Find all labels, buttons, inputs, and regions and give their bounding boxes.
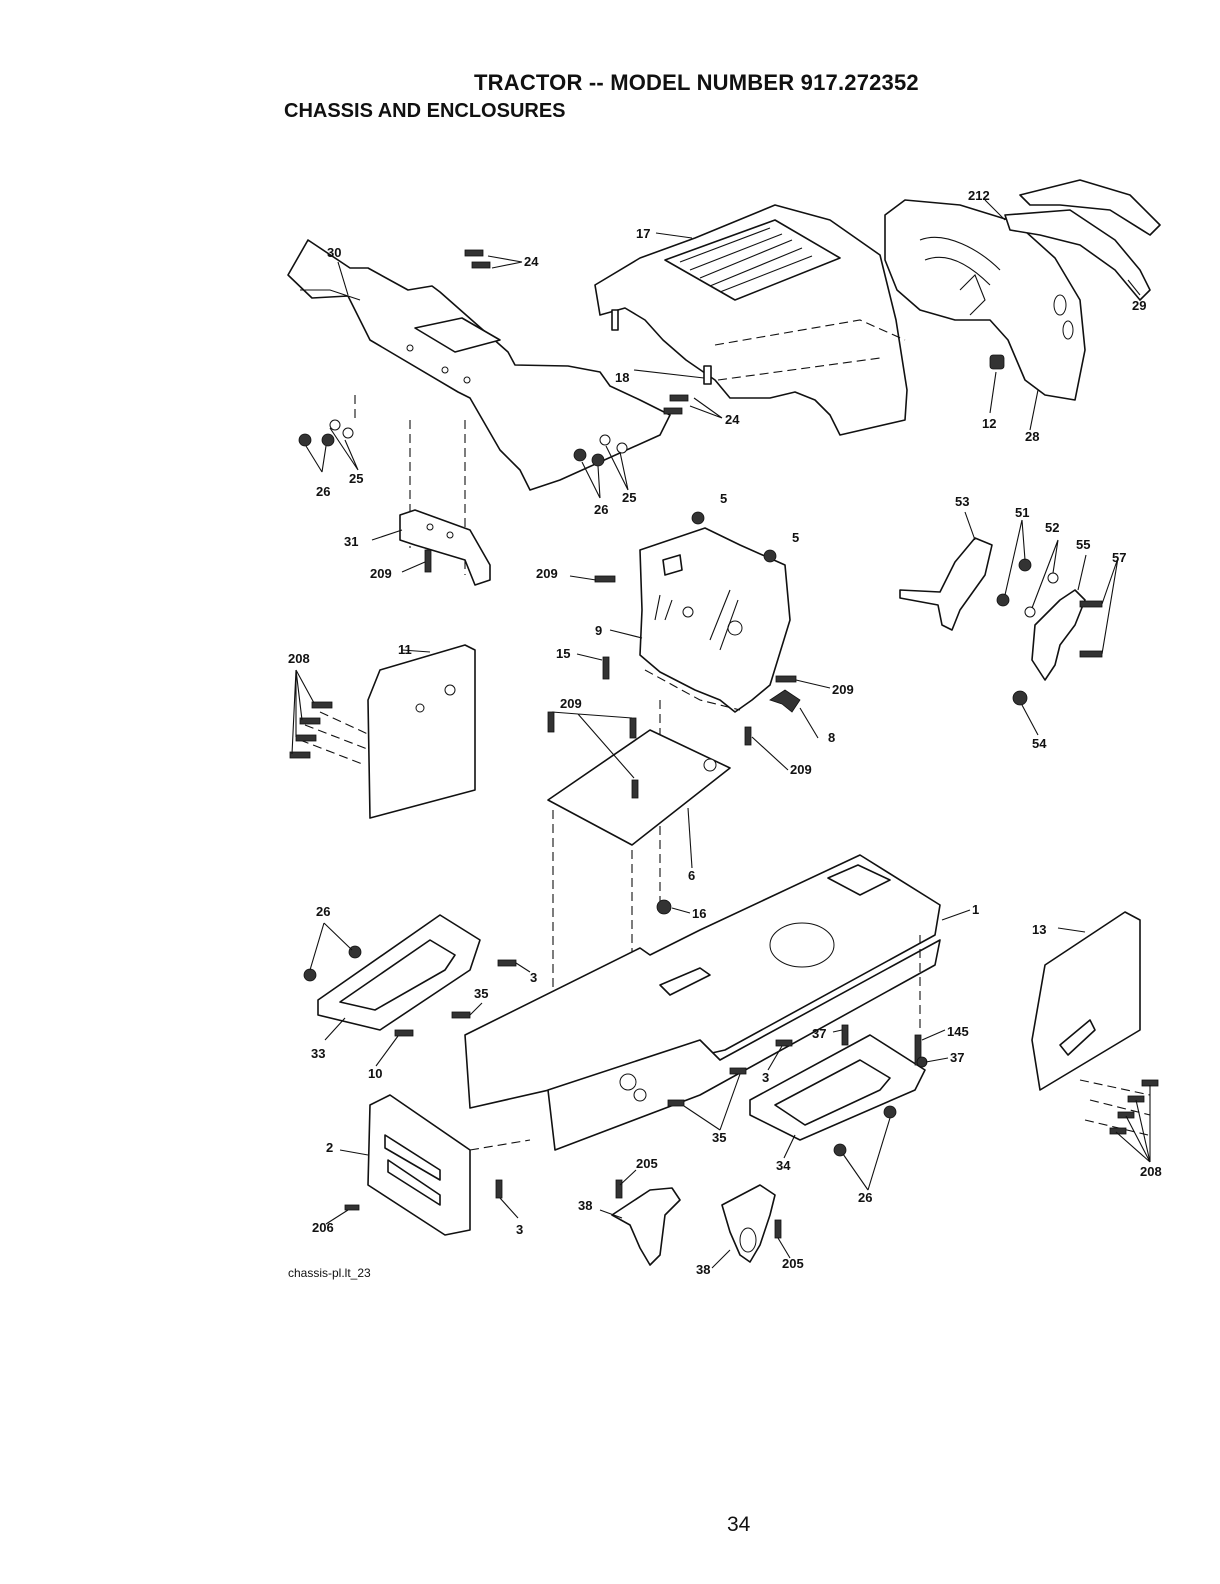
callout-33: 33 — [311, 1046, 325, 1061]
callout-208: 208 — [1140, 1164, 1162, 1179]
footrest-part-34 — [749, 1034, 926, 1141]
bracket-part-38b — [721, 1184, 776, 1263]
side-panel-part-13 — [1031, 911, 1151, 1136]
dash-panel-part-9 — [639, 527, 791, 905]
hood-part-17 — [594, 204, 908, 436]
callout-26: 26 — [594, 502, 608, 517]
callout-212: 212 — [968, 188, 990, 203]
callout-6: 6 — [688, 868, 695, 883]
floor-plate-part-6 — [547, 729, 731, 1030]
frame-part-1 — [464, 854, 941, 1151]
callout-35: 35 — [474, 986, 488, 1001]
callout-53: 53 — [955, 494, 969, 509]
callout-206: 206 — [312, 1220, 334, 1235]
callout-34: 34 — [776, 1158, 791, 1173]
callout-12: 12 — [982, 416, 996, 431]
page-title: TRACTOR -- MODEL NUMBER 917.272352 — [474, 70, 919, 95]
callout-209: 209 — [790, 762, 812, 777]
callout-38: 38 — [578, 1198, 592, 1213]
callout-37: 37 — [950, 1050, 964, 1065]
callout-51: 51 — [1015, 505, 1029, 520]
bracket-part-55 — [1031, 589, 1086, 681]
callout-1: 1 — [972, 902, 979, 917]
callout-52: 52 — [1045, 520, 1059, 535]
callout-26: 26 — [316, 484, 330, 499]
hardware — [289, 249, 1159, 1239]
callout-209: 209 — [536, 566, 558, 581]
callout-15: 15 — [556, 646, 570, 661]
fender-part-30 — [287, 239, 671, 575]
leader-lines — [291, 199, 1151, 1269]
callout-18: 18 — [615, 370, 629, 385]
callout-205: 205 — [782, 1256, 804, 1271]
callout-9: 9 — [595, 623, 602, 638]
front-bracket-part-2 — [367, 1094, 531, 1236]
bracket-part-31 — [399, 509, 491, 586]
clip-part-12 — [989, 354, 1005, 370]
callout-31: 31 — [344, 534, 358, 549]
callout-29: 29 — [1132, 298, 1146, 313]
callout-16: 16 — [692, 906, 706, 921]
grille-part-212 — [884, 199, 1086, 401]
callout-11: 11 — [398, 642, 412, 657]
callout-54: 54 — [1032, 736, 1047, 751]
callout-24: 24 — [725, 412, 740, 427]
callout-208: 208 — [288, 651, 310, 666]
callout-35: 35 — [712, 1130, 726, 1145]
callout-3: 3 — [516, 1222, 523, 1237]
callout-labels: 30 24 17 212 29 18 24 12 28 26 25 26 25 … — [288, 188, 1162, 1277]
callout-26: 26 — [316, 904, 330, 919]
bracket-part-38a — [611, 1187, 681, 1266]
callout-26: 26 — [858, 1190, 872, 1205]
callout-55: 55 — [1076, 537, 1090, 552]
callout-37: 37 — [812, 1026, 826, 1041]
callout-17: 17 — [636, 226, 650, 241]
callout-24: 24 — [524, 254, 539, 269]
callout-38: 38 — [696, 1262, 710, 1277]
section-title: CHASSIS AND ENCLOSURES — [284, 100, 566, 122]
callout-205: 205 — [636, 1156, 658, 1171]
drawing-reference: chassis-pl.lt_23 — [288, 1266, 371, 1280]
callout-57: 57 — [1112, 550, 1126, 565]
page-number: 34 — [727, 1513, 751, 1536]
callout-30: 30 — [327, 245, 341, 260]
callout-25: 25 — [349, 471, 363, 486]
side-panel-part-11 — [299, 644, 476, 819]
callout-209: 209 — [832, 682, 854, 697]
callout-5: 5 — [720, 491, 727, 506]
callout-5: 5 — [792, 530, 799, 545]
callout-25: 25 — [622, 490, 636, 505]
callout-3: 3 — [530, 970, 537, 985]
callout-10: 10 — [368, 1066, 382, 1081]
callout-13: 13 — [1032, 922, 1046, 937]
bumper-part-29 — [1004, 179, 1161, 301]
callout-3: 3 — [762, 1070, 769, 1085]
callout-8: 8 — [828, 730, 835, 745]
callout-145: 145 — [947, 1024, 969, 1039]
footrest-part-33 — [317, 914, 481, 1031]
callout-2: 2 — [326, 1140, 333, 1155]
bracket-part-53 — [899, 537, 993, 631]
callout-28: 28 — [1025, 429, 1039, 444]
callout-209: 209 — [370, 566, 392, 581]
callout-209: 209 — [560, 696, 582, 711]
